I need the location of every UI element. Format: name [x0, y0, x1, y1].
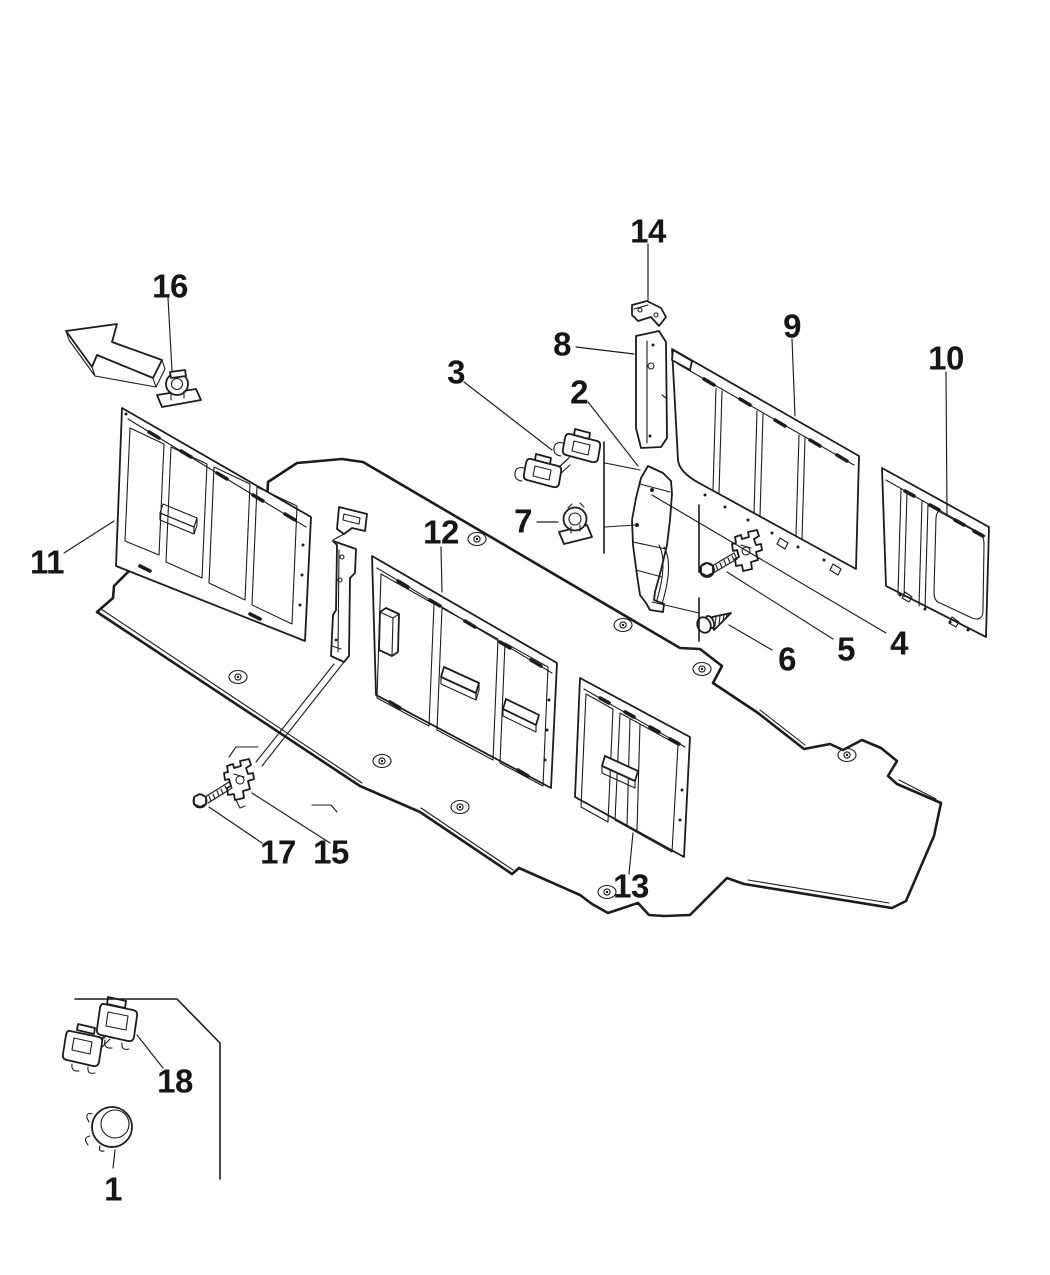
callout-7: 7: [514, 502, 532, 540]
callout-11: 11: [30, 543, 64, 581]
callout-10: 10: [928, 339, 964, 377]
bolt-5: [699, 552, 738, 578]
push-pin-6: [696, 612, 732, 634]
callout-16: 16: [152, 267, 188, 305]
clamp-7: [558, 502, 593, 545]
callout-13: 13: [613, 867, 649, 905]
trim-2: [631, 465, 700, 614]
leader-lines: [63, 243, 948, 1169]
callout-17: 17: [260, 833, 296, 871]
callout-4: 4: [890, 624, 908, 662]
floor-grommets: [228, 531, 857, 900]
bracket-15: [223, 758, 255, 809]
callout-2: 2: [570, 373, 588, 411]
clip-16: [156, 369, 202, 408]
panel-8: [635, 330, 668, 449]
panel-10: [881, 467, 990, 638]
panel-11: [115, 407, 312, 642]
mounting-plate: [332, 506, 368, 541]
clip-18: [61, 996, 139, 1074]
panel-13: [574, 677, 691, 858]
callout-9: 9: [783, 307, 801, 345]
plug-1: [84, 1106, 133, 1152]
section-lines: [74, 441, 700, 1180]
pillar-trim: [330, 540, 357, 663]
callout-1: 1: [104, 1170, 122, 1208]
callout-3: 3: [447, 353, 465, 391]
callout-18: 18: [157, 1062, 193, 1100]
callout-6: 6: [778, 640, 796, 678]
clip-3: [514, 428, 602, 489]
callout-12: 12: [423, 513, 459, 551]
front-direction-arrow-icon: [65, 323, 166, 388]
bracket-14: [631, 300, 667, 327]
panel-9: [671, 348, 860, 576]
callout-14: 14: [630, 212, 666, 250]
panel-12: [371, 555, 558, 789]
callout-8: 8: [553, 325, 571, 363]
screw-17: [192, 781, 233, 809]
callout-15: 15: [313, 833, 349, 871]
callout-5: 5: [837, 630, 855, 668]
